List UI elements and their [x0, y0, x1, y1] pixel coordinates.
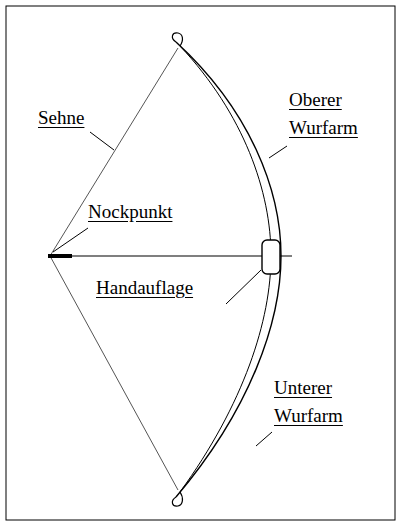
part-label: Nockpunkt — [88, 198, 172, 226]
bow-limb-outer — [176, 42, 281, 497]
part-label: Sehne — [38, 104, 84, 132]
bow-tip-bottom — [172, 492, 182, 506]
grip — [262, 240, 280, 274]
part-label: Handauflage — [96, 274, 193, 302]
bow-tip-top — [172, 33, 182, 46]
leader-line — [256, 432, 272, 446]
leader-line — [269, 146, 287, 158]
frame — [6, 6, 395, 520]
bow-limb-inner — [180, 46, 271, 492]
arrow-nock — [48, 254, 72, 258]
arrow-shaft — [50, 255, 292, 256]
leader-line — [53, 228, 88, 252]
part-label: Unterer Wurfarm — [274, 374, 354, 430]
part-label: Oberer Wurfarm — [289, 86, 369, 142]
leader-line — [90, 132, 114, 150]
leader-line — [226, 270, 261, 304]
